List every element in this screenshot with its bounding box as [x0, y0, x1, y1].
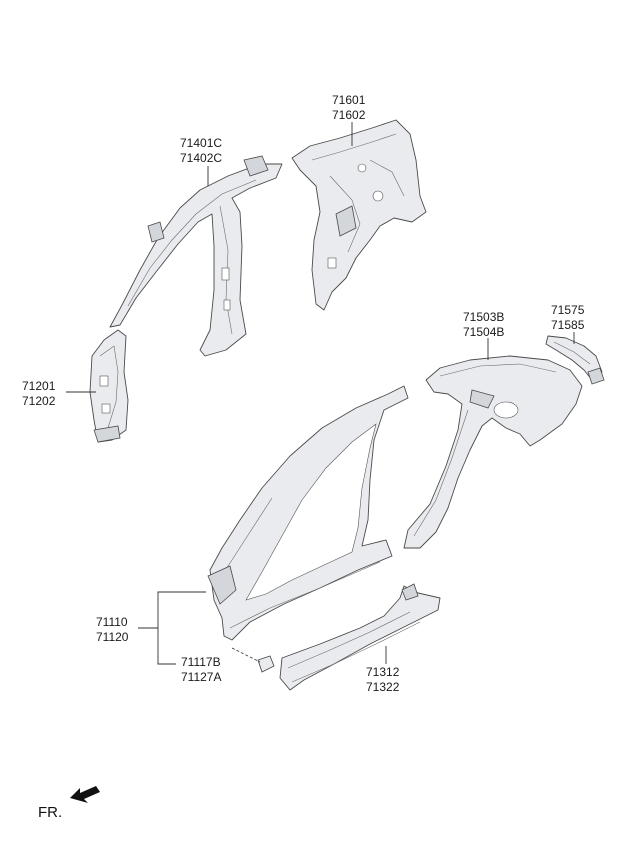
- callout-pillar-inner: 71401C 71402C: [180, 136, 222, 165]
- leader-bracket-dashed: [231, 647, 261, 663]
- part-number: 71201: [22, 379, 56, 393]
- part-number: 71110: [96, 615, 128, 629]
- callout-sill: 71312 71322: [366, 665, 400, 694]
- callout-front-inner: 71201 71202: [22, 379, 56, 408]
- part-quarter-outer[interactable]: [403, 355, 583, 549]
- front-label: FR.: [38, 804, 62, 821]
- part-number: 71117B: [181, 655, 221, 669]
- part-pillar-inner[interactable]: [109, 155, 283, 357]
- callout-side-outer: 71110 71120: [96, 615, 129, 644]
- part-side-outer[interactable]: [207, 385, 409, 641]
- leader-bracket: [157, 628, 176, 665]
- part-number: 71585: [551, 318, 585, 332]
- part-number: 71601: [332, 93, 366, 107]
- front-arrow-icon: [70, 786, 100, 803]
- part-rear-inner[interactable]: [291, 119, 427, 311]
- part-number: 71120: [96, 630, 129, 644]
- part-number: 71202: [22, 394, 56, 408]
- callout-rear-inner: 71601 71602: [332, 93, 366, 122]
- part-number: 71575: [551, 303, 585, 317]
- part-bracket[interactable]: [257, 655, 275, 673]
- leader-side-outer: [138, 591, 206, 629]
- callout-bracket: 71117B 71127A: [181, 655, 221, 684]
- part-number: 71503B: [463, 310, 504, 324]
- part-number: 71504B: [463, 325, 504, 339]
- part-number: 71602: [332, 108, 366, 122]
- part-sill[interactable]: [279, 583, 441, 691]
- front-direction-indicator: FR.: [38, 786, 100, 821]
- part-number: 71402C: [180, 151, 222, 165]
- part-number: 71322: [366, 680, 400, 694]
- part-front-inner[interactable]: [89, 329, 129, 443]
- callout-quarter-outer: 71503B 71504B: [463, 310, 504, 339]
- callout-extension: 71575 71585: [551, 303, 585, 332]
- part-extension[interactable]: [545, 335, 605, 385]
- part-number: 71312: [366, 665, 400, 679]
- part-number: 71401C: [180, 136, 222, 150]
- part-number: 71127A: [181, 670, 221, 684]
- leader-lines: [66, 122, 575, 665]
